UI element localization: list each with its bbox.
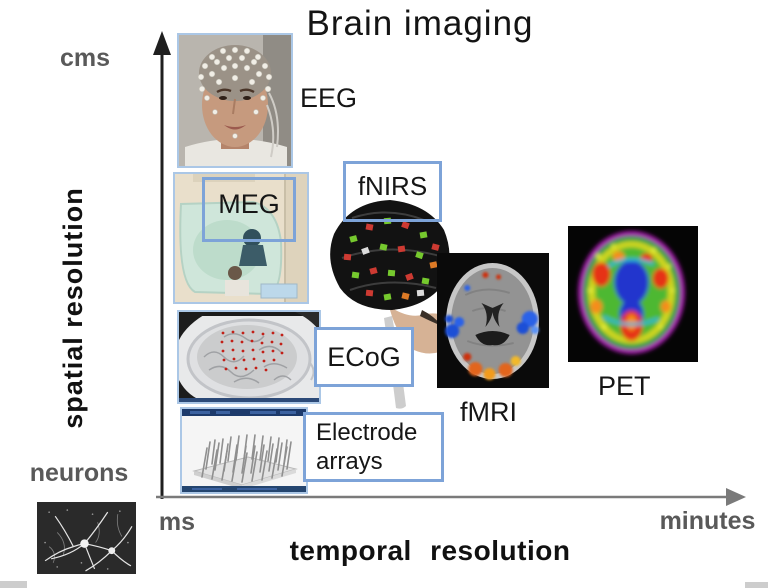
x-tick-minutes: minutes [659, 507, 756, 535]
y-axis-arrow-icon [153, 31, 171, 55]
ecog-label-box: ECoG [314, 327, 414, 387]
fmri-label: fMRI [460, 397, 517, 427]
pet-label: PET [598, 371, 651, 401]
corner-artifact-right [745, 582, 768, 588]
y-tick-cms: cms [59, 44, 111, 72]
x-axis-arrow-icon [726, 488, 746, 506]
x-axis [156, 488, 746, 506]
y-tick-neurons: neurons [29, 459, 129, 487]
y-axis-label: spatial resolution [58, 187, 88, 429]
eeg-label: EEG [300, 83, 358, 113]
x-tick-ms: ms [158, 508, 196, 536]
fnirs-label: fNIRS [357, 171, 428, 201]
ecog-photo [177, 310, 321, 404]
electrode-arrays-label-box: Electrode arrays [303, 412, 444, 482]
fnirs-label-box: fNIRS [343, 161, 442, 222]
electrode-arrays-label: Electrode arrays [316, 419, 418, 475]
page-title: Brain imaging [306, 4, 534, 43]
meg-photo [173, 172, 309, 304]
y-axis [153, 31, 171, 499]
corner-artifact-left [0, 581, 27, 588]
fmri-photo [437, 253, 549, 388]
meg-label: MEG [218, 189, 280, 219]
neurons-photo [37, 502, 136, 574]
ecog-label: ECoG [327, 341, 401, 372]
eeg-photo [177, 33, 293, 168]
pet-photo [568, 226, 698, 362]
electrode-arrays-photo [180, 407, 308, 494]
meg-label-box: MEG [202, 177, 296, 242]
x-axis-label: temporal resolution [289, 535, 571, 566]
